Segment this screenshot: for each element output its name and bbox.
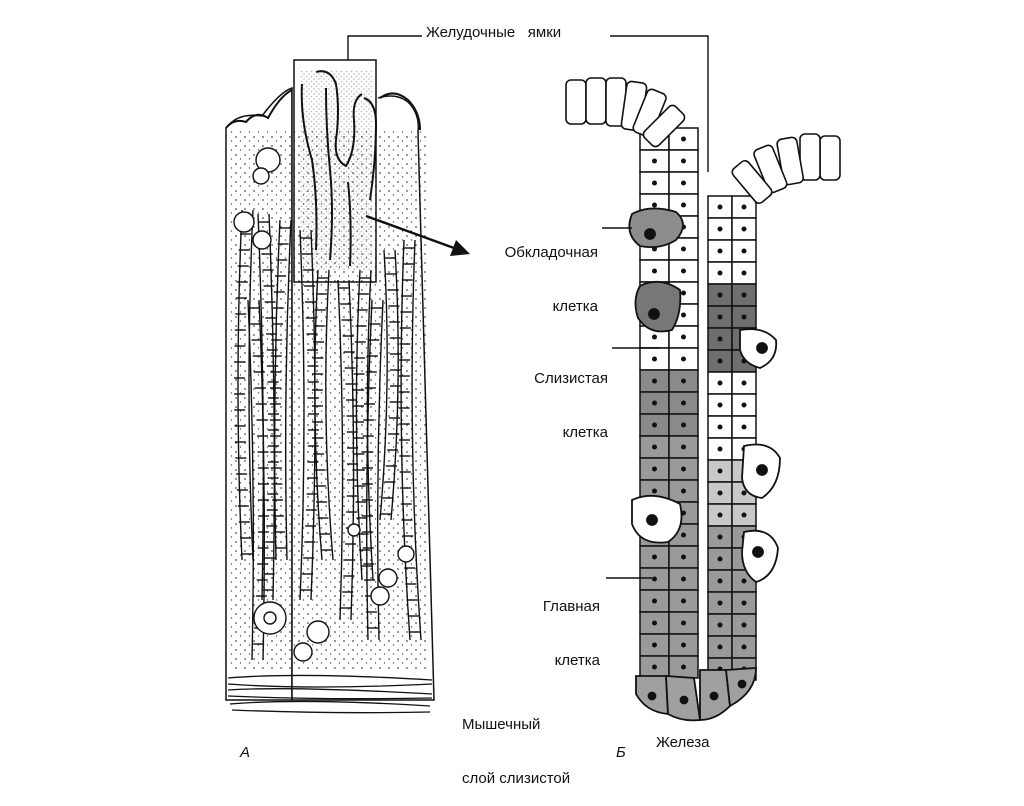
- chief-cell-label-line1: Главная: [462, 598, 600, 616]
- cell-nucleus: [652, 489, 657, 494]
- cell-nucleus: [681, 621, 686, 626]
- cell-nucleus: [742, 249, 747, 254]
- cell-nucleus: [718, 227, 723, 232]
- cell-nucleus: [652, 203, 657, 208]
- cell-nucleus: [681, 203, 686, 208]
- cell-nucleus: [652, 445, 657, 450]
- cell-nucleus: [652, 665, 657, 670]
- cell-nucleus: [681, 269, 686, 274]
- cell-nucleus: [681, 577, 686, 582]
- cell-nucleus: [652, 643, 657, 648]
- cell-nucleus: [742, 491, 747, 496]
- cell-nucleus: [718, 623, 723, 628]
- cell-nucleus: [718, 293, 723, 298]
- panel-a-letter: А: [240, 744, 250, 761]
- cell-nucleus: [681, 335, 686, 340]
- cell-nucleus: [681, 489, 686, 494]
- cell-nucleus: [742, 293, 747, 298]
- mucous-cell-label-line2: клетка: [462, 424, 608, 442]
- gland-right-wall: [708, 196, 756, 680]
- gland-label: Железа: [656, 734, 710, 752]
- cell-nucleus: [652, 269, 657, 274]
- cell-nucleus: [718, 403, 723, 408]
- cell-nucleus: [718, 513, 723, 518]
- cell-nucleus: [718, 381, 723, 386]
- cell-nucleus: [718, 205, 723, 210]
- cell-nucleus: [718, 579, 723, 584]
- cell-nucleus: [681, 467, 686, 472]
- cell-nucleus: [652, 423, 657, 428]
- cell-nucleus: [652, 181, 657, 186]
- muscularis-label-line2: слой слизистой: [462, 770, 570, 788]
- cell-nucleus: [652, 401, 657, 406]
- panel-b-letter: Б: [616, 744, 626, 761]
- cell-nucleus: [718, 557, 723, 562]
- cell-nucleus: [742, 271, 747, 276]
- cell-nucleus: [718, 359, 723, 364]
- cell-nucleus: [742, 623, 747, 628]
- cell-nucleus: [652, 467, 657, 472]
- cell-nucleus: [652, 357, 657, 362]
- cell-nucleus: [681, 247, 686, 252]
- cell-nucleus: [681, 137, 686, 142]
- cell-nucleus: [742, 425, 747, 430]
- chief-cell-label-line2: клетка: [462, 652, 600, 670]
- cell-nucleus: [652, 379, 657, 384]
- cell-nucleus: [681, 313, 686, 318]
- cell-nucleus: [718, 425, 723, 430]
- parietal-cell-label-line1: Обкладочная: [462, 244, 598, 262]
- cell-nucleus: [718, 645, 723, 650]
- cell-nucleus: [681, 643, 686, 648]
- parietal-cell-label-line2: клетка: [462, 298, 598, 316]
- mucous-cell-label-line1: Слизистая: [462, 370, 608, 388]
- cell-nucleus: [742, 645, 747, 650]
- cell-nucleus: [681, 159, 686, 164]
- cell-nucleus: [742, 513, 747, 518]
- cell-nucleus: [718, 337, 723, 342]
- cell-nucleus: [681, 357, 686, 362]
- cell-nucleus: [652, 577, 657, 582]
- cell-nucleus: [718, 469, 723, 474]
- cell-nucleus: [718, 601, 723, 606]
- parietal-cell-label: Обкладочная клетка: [462, 208, 598, 334]
- cell-nucleus: [681, 401, 686, 406]
- cell-nucleus: [718, 491, 723, 496]
- cell-nucleus: [652, 621, 657, 626]
- cell-nucleus: [742, 227, 747, 232]
- cell-nucleus: [681, 291, 686, 296]
- cell-nucleus: [681, 445, 686, 450]
- cell-nucleus: [718, 535, 723, 540]
- cell-nucleus: [681, 423, 686, 428]
- cell-nucleus: [681, 379, 686, 384]
- cell-nucleus: [718, 271, 723, 276]
- cell-nucleus: [652, 599, 657, 604]
- muscularis-label-line1: Мышечный: [462, 716, 570, 734]
- cell-nucleus: [681, 665, 686, 670]
- gastric-pits-label: Желудочные ямки: [426, 24, 561, 42]
- chief-cell-label: Главная клетка: [462, 562, 600, 688]
- muscularis-label: Мышечный слой слизистой: [462, 680, 570, 806]
- cell-nucleus: [742, 315, 747, 320]
- cell-nucleus: [742, 601, 747, 606]
- cell-nucleus: [652, 555, 657, 560]
- surface-epithelium-right: [730, 134, 840, 205]
- cell-nucleus: [742, 579, 747, 584]
- cell-nucleus: [718, 315, 723, 320]
- cell-nucleus: [742, 403, 747, 408]
- cell-nucleus: [681, 533, 686, 538]
- cell-nucleus: [681, 181, 686, 186]
- cell-nucleus: [652, 159, 657, 164]
- mucous-cell-label: Слизистая клетка: [462, 334, 608, 460]
- cell-nucleus: [681, 599, 686, 604]
- cell-nucleus: [681, 555, 686, 560]
- cell-nucleus: [718, 249, 723, 254]
- cell-nucleus: [718, 447, 723, 452]
- cell-nucleus: [742, 205, 747, 210]
- cell-nucleus: [742, 381, 747, 386]
- cell-nucleus: [652, 335, 657, 340]
